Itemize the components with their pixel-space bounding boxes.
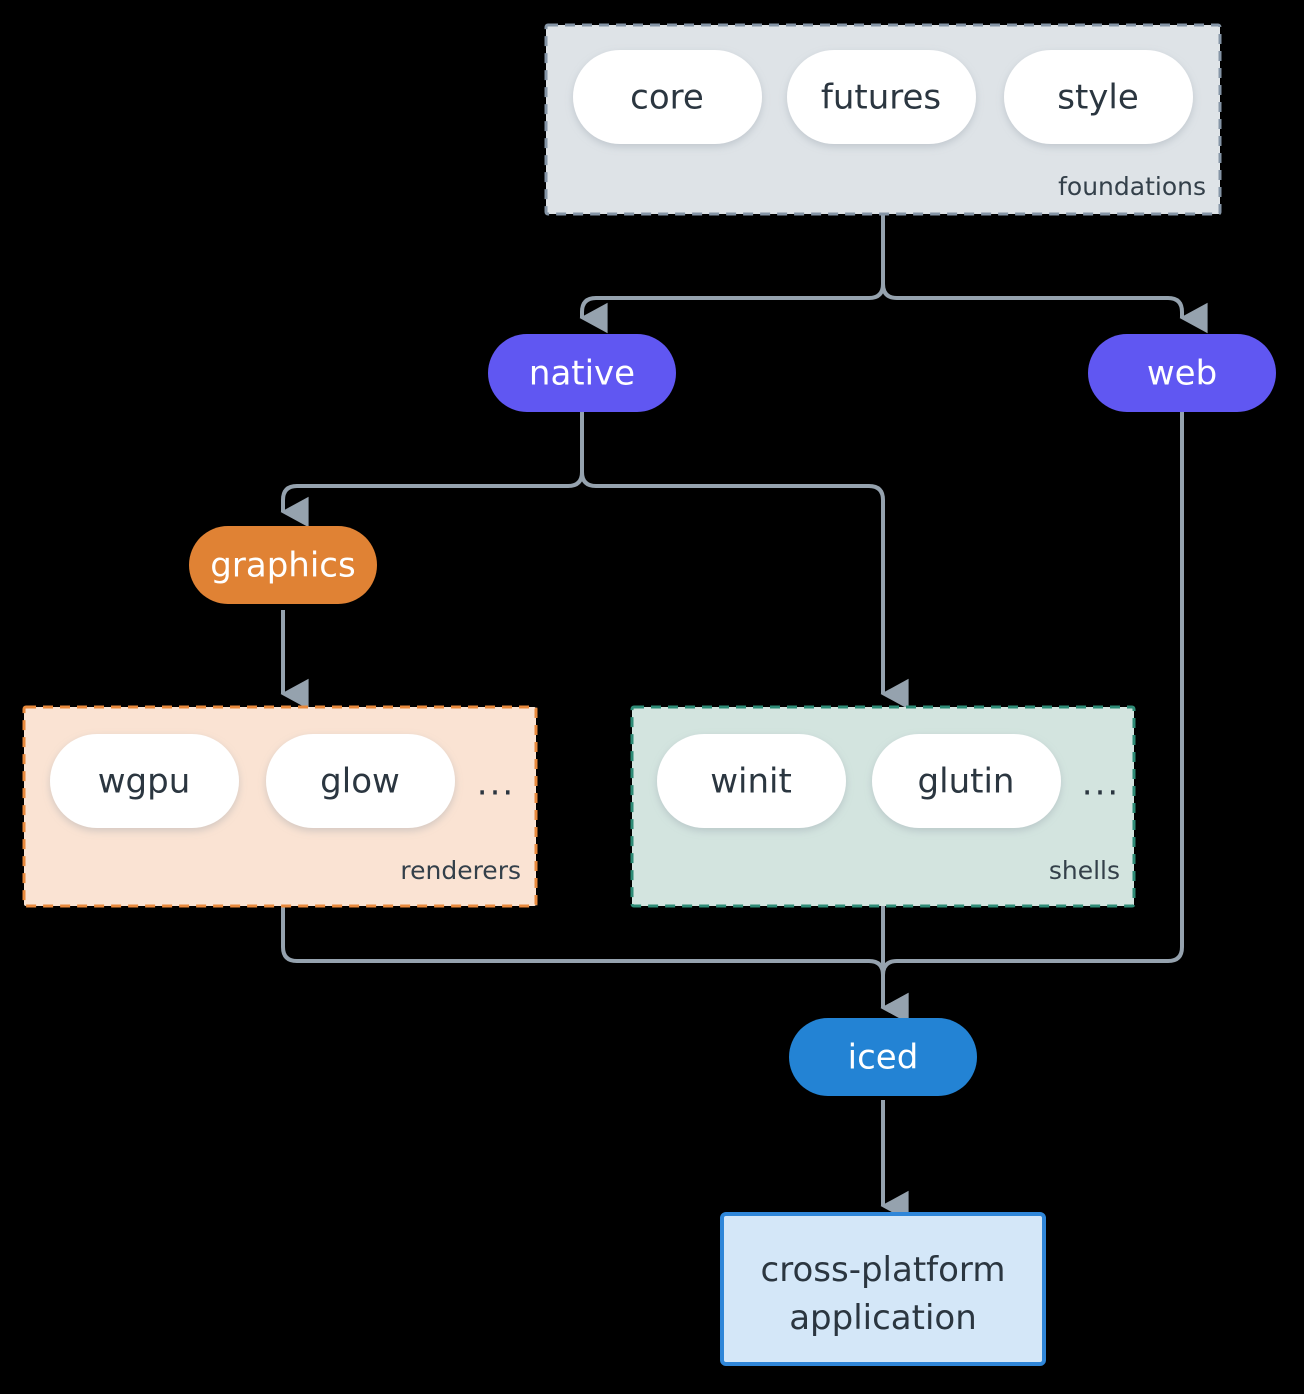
pill-glutin-label: glutin	[918, 762, 1015, 802]
node-native-shape	[488, 334, 676, 412]
group-renderers-caption: renderers	[400, 856, 521, 885]
node-application-shape	[720, 1212, 1046, 1366]
pill-winit-label: winit	[710, 762, 792, 802]
pill-style-label: style	[1057, 78, 1139, 118]
pill-glow-label: glow	[320, 762, 400, 802]
pill-futures-label: futures	[821, 78, 941, 118]
edge-native-to-shells	[580, 471, 909, 710]
node-application[interactable]: cross-platform application	[720, 1212, 1046, 1366]
edge-foundations-to-web	[881, 283, 1208, 334]
pill-wgpu-label: wgpu	[98, 762, 191, 802]
pill-winit[interactable]: winit	[657, 734, 846, 828]
group-shells[interactable]: winit glutin ... shells	[630, 705, 1136, 908]
pill-wgpu-shape	[50, 734, 239, 828]
pill-wgpu[interactable]: wgpu	[50, 734, 239, 828]
node-native[interactable]: native	[488, 334, 676, 412]
group-renderers[interactable]: wgpu glow ... renderers	[22, 705, 538, 908]
pill-glutin-shape	[872, 734, 1061, 828]
node-web-label: web	[1147, 354, 1217, 394]
pill-core-label: core	[630, 78, 704, 118]
shells-ellipsis-label: ...	[1082, 764, 1120, 804]
node-graphics[interactable]: graphics	[189, 526, 377, 604]
pill-futures-shape	[787, 50, 976, 144]
pill-core[interactable]: core	[573, 50, 762, 144]
pill-style[interactable]: style	[1004, 50, 1193, 144]
node-iced-label: iced	[848, 1038, 919, 1078]
pill-winit-shape	[657, 734, 846, 828]
group-foundations[interactable]: core futures style foundations	[544, 23, 1222, 216]
pill-futures[interactable]: futures	[787, 50, 976, 144]
renderers-ellipsis-label: ...	[477, 764, 515, 804]
node-web[interactable]: web	[1088, 334, 1276, 412]
edge-web-to-iced	[881, 412, 1184, 1008]
node-application-label-line2: application	[789, 1298, 977, 1338]
node-graphics-shape	[189, 526, 377, 604]
group-shells-caption: shells	[1049, 856, 1120, 885]
node-application-label-line1: cross-platform	[761, 1250, 1006, 1290]
node-graphics-label: graphics	[210, 546, 355, 586]
node-native-label: native	[529, 354, 635, 394]
pill-glow[interactable]: glow	[266, 734, 455, 828]
pill-glutin[interactable]: glutin	[872, 734, 1061, 828]
pill-glow-shape	[266, 734, 455, 828]
pill-core-shape	[573, 50, 762, 144]
pill-style-shape	[1004, 50, 1193, 144]
node-iced-shape	[789, 1018, 977, 1096]
node-web-shape	[1088, 334, 1276, 412]
group-foundations-caption: foundations	[1058, 172, 1206, 201]
node-iced[interactable]: iced	[789, 1018, 977, 1096]
